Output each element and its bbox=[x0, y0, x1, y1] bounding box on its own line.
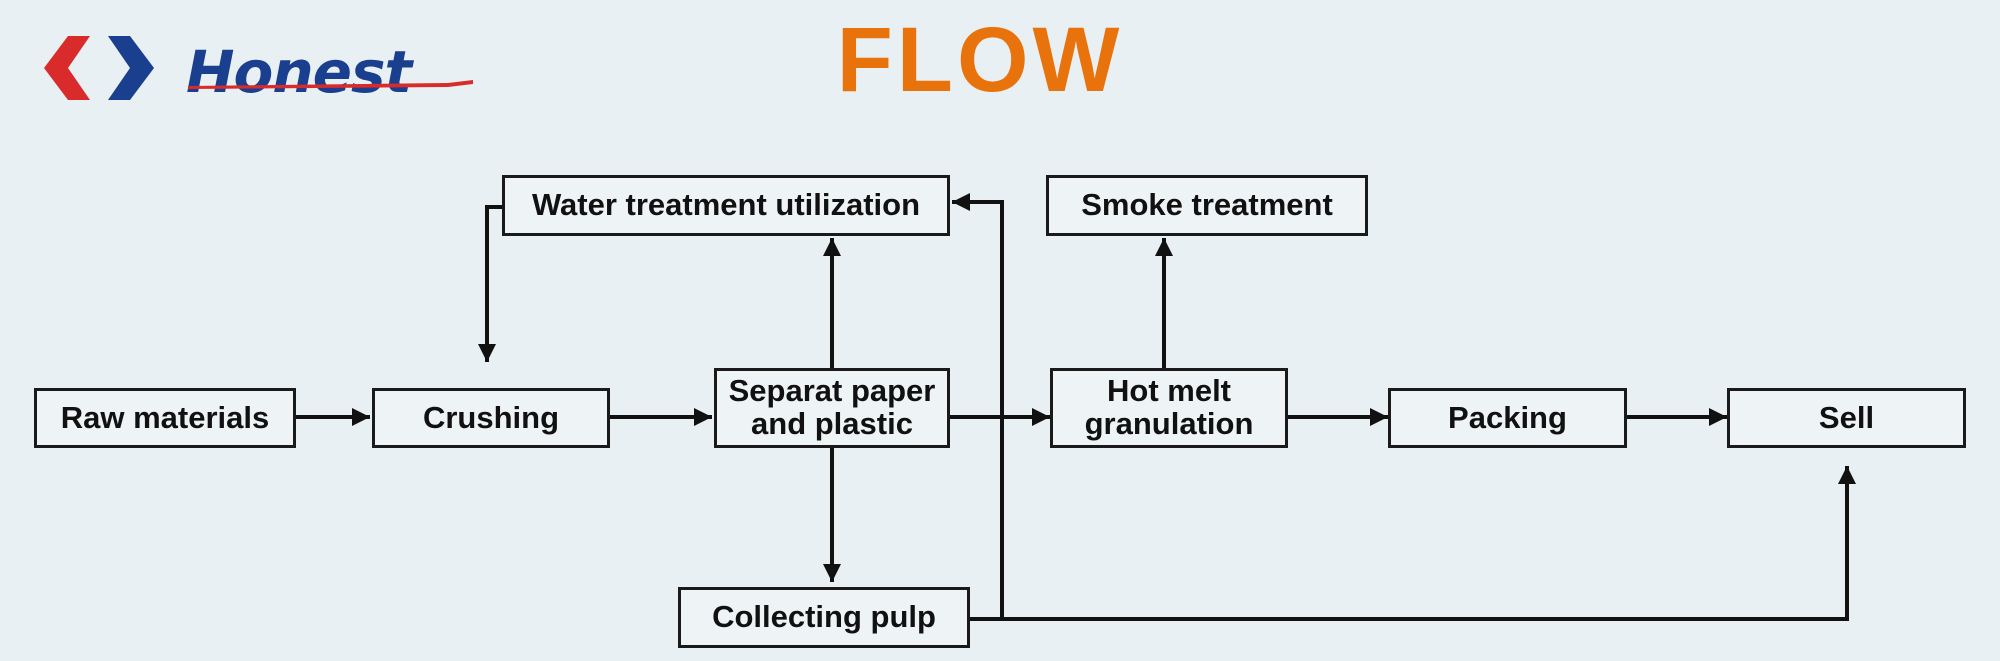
arrow-pulp-to-sell bbox=[970, 466, 1856, 621]
node-separate-paper-plastic: Separat paper and plastic bbox=[714, 368, 950, 448]
node-collecting-pulp: Collecting pulp bbox=[678, 587, 970, 648]
node-smoke-treatment-label: Smoke treatment bbox=[1081, 187, 1333, 223]
node-packing-label: Packing bbox=[1448, 399, 1567, 435]
honest-logo-text: Honest bbox=[186, 38, 412, 106]
node-raw-materials: Raw materials bbox=[34, 388, 296, 448]
arrow-water-to-crushing bbox=[478, 205, 502, 362]
arrow-pulp-to-water bbox=[952, 193, 1004, 619]
node-water-treatment: Water treatment utilization bbox=[502, 175, 950, 236]
node-sell-label: Sell bbox=[1818, 399, 1875, 435]
logo-red-swoosh bbox=[188, 80, 473, 89]
logo-blue-chevron bbox=[108, 36, 154, 100]
node-packing: Packing bbox=[1388, 388, 1627, 448]
node-water-treatment-label: Water treatment utilization bbox=[531, 187, 921, 223]
logo-red-chevron bbox=[44, 36, 90, 100]
honest-logo-mark bbox=[44, 36, 154, 100]
node-sell: Sell bbox=[1727, 388, 1966, 448]
node-crushing: Crushing bbox=[372, 388, 610, 448]
honest-logo: Honest bbox=[38, 28, 473, 118]
node-smoke-treatment: Smoke treatment bbox=[1046, 175, 1368, 236]
node-separate-label-line2: and plastic bbox=[751, 406, 913, 441]
node-collecting-pulp-label: Collecting pulp bbox=[712, 599, 936, 635]
node-separate-label-line1: Separat paper bbox=[728, 373, 936, 409]
node-crushing-label: Crushing bbox=[422, 399, 560, 435]
page-title: FLOW bbox=[836, 9, 1124, 111]
node-raw-materials-label: Raw materials bbox=[60, 399, 270, 435]
node-melt-label-line2: granulation bbox=[1084, 406, 1254, 441]
node-melt-label-line1: Hot melt bbox=[1107, 373, 1231, 409]
node-hot-melt-granulation: Hot melt granulation bbox=[1050, 368, 1288, 448]
